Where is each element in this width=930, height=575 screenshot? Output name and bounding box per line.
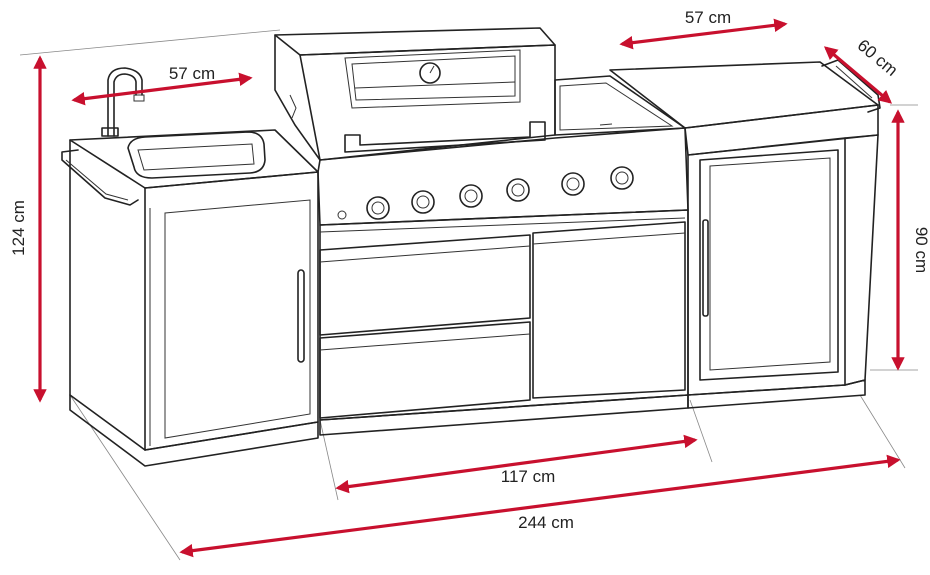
thermometer-icon bbox=[419, 62, 441, 84]
fridge-counter-width-label: 57 cm bbox=[685, 8, 731, 27]
total-width-label: 244 cm bbox=[518, 513, 574, 532]
knob-icons bbox=[366, 166, 634, 220]
fridge-door bbox=[699, 149, 839, 381]
kitchen-drawing bbox=[19, 27, 918, 561]
grill-unit bbox=[274, 27, 689, 436]
depth-arrow bbox=[823, 46, 893, 104]
side-burner-plate bbox=[554, 75, 686, 136]
total-height-label: 124 cm bbox=[9, 200, 28, 256]
grill-cabinet bbox=[319, 209, 689, 436]
grill-cabinet-width-label: 117 cm bbox=[501, 467, 556, 486]
faucet bbox=[101, 67, 145, 137]
counter-height-label: 90 cm bbox=[912, 227, 930, 273]
dimension-labels: 124 cm 57 cm 57 cm 60 cm 90 cm 117 cm 24… bbox=[9, 8, 930, 532]
sink-cabinet bbox=[61, 67, 319, 467]
extension-lines bbox=[19, 29, 918, 561]
sink-basin bbox=[127, 131, 266, 179]
depth-label: 60 cm bbox=[854, 36, 902, 80]
total-width-arrow bbox=[179, 454, 901, 558]
grill-hood bbox=[274, 27, 556, 161]
igniter-button-icon bbox=[337, 210, 347, 220]
sink-counter-width-arrow bbox=[71, 72, 253, 106]
dimension-arrows bbox=[33, 18, 905, 558]
sink-counter-width-label: 57 cm bbox=[169, 64, 215, 83]
control-panel bbox=[317, 127, 689, 226]
fridge-counter-width-arrow bbox=[619, 18, 788, 50]
